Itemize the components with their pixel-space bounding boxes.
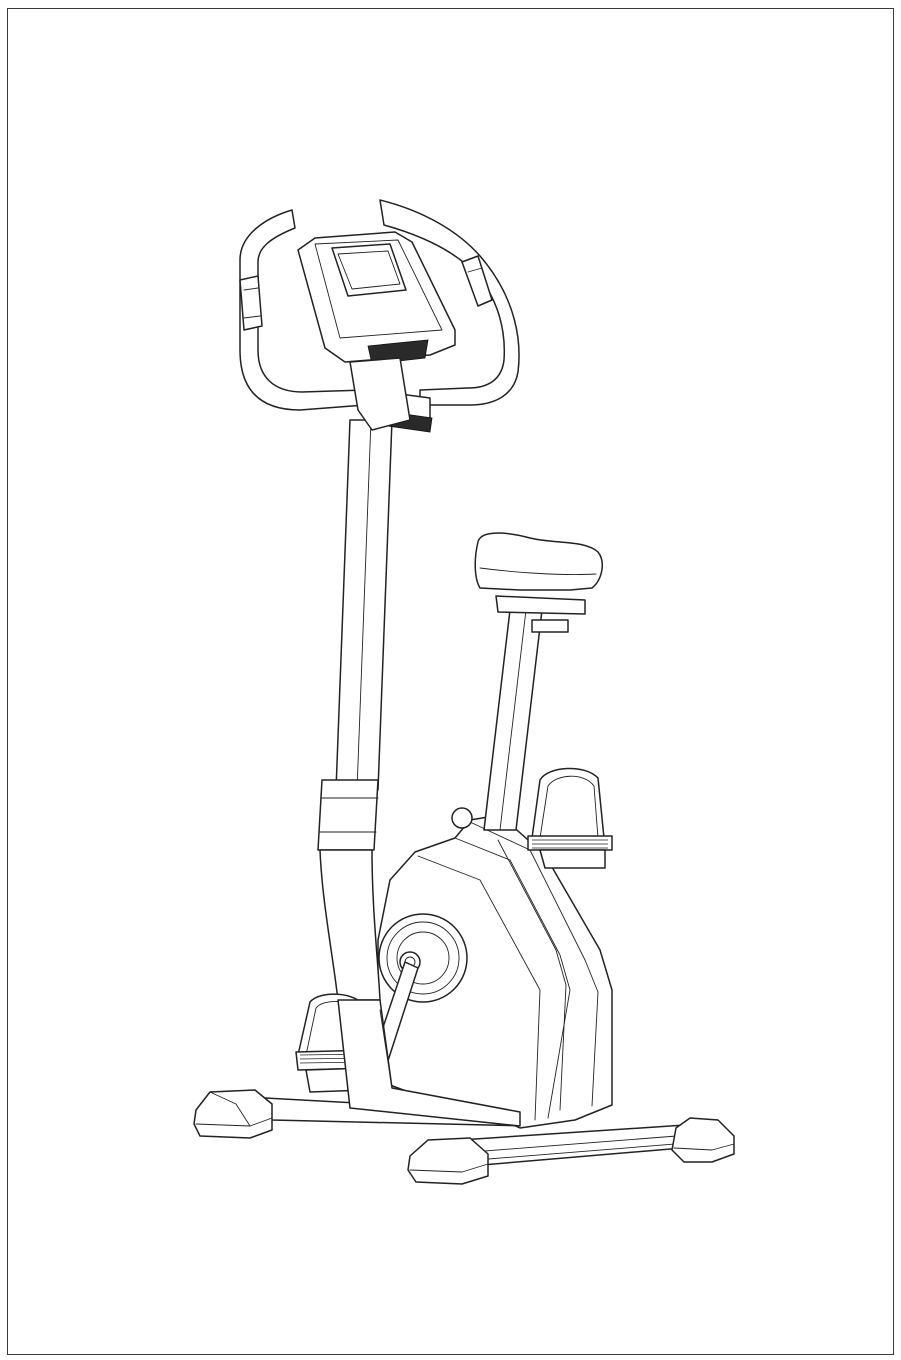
handlebar-post-icon (317, 419, 393, 1001)
lower-frame-icon (337, 999, 521, 1127)
pedal-icon (527, 767, 613, 869)
seat-icon (474, 532, 604, 831)
base-stabilizer-icon (407, 1117, 735, 1185)
console-icon (297, 231, 456, 431)
console-screen-icon (331, 243, 407, 297)
